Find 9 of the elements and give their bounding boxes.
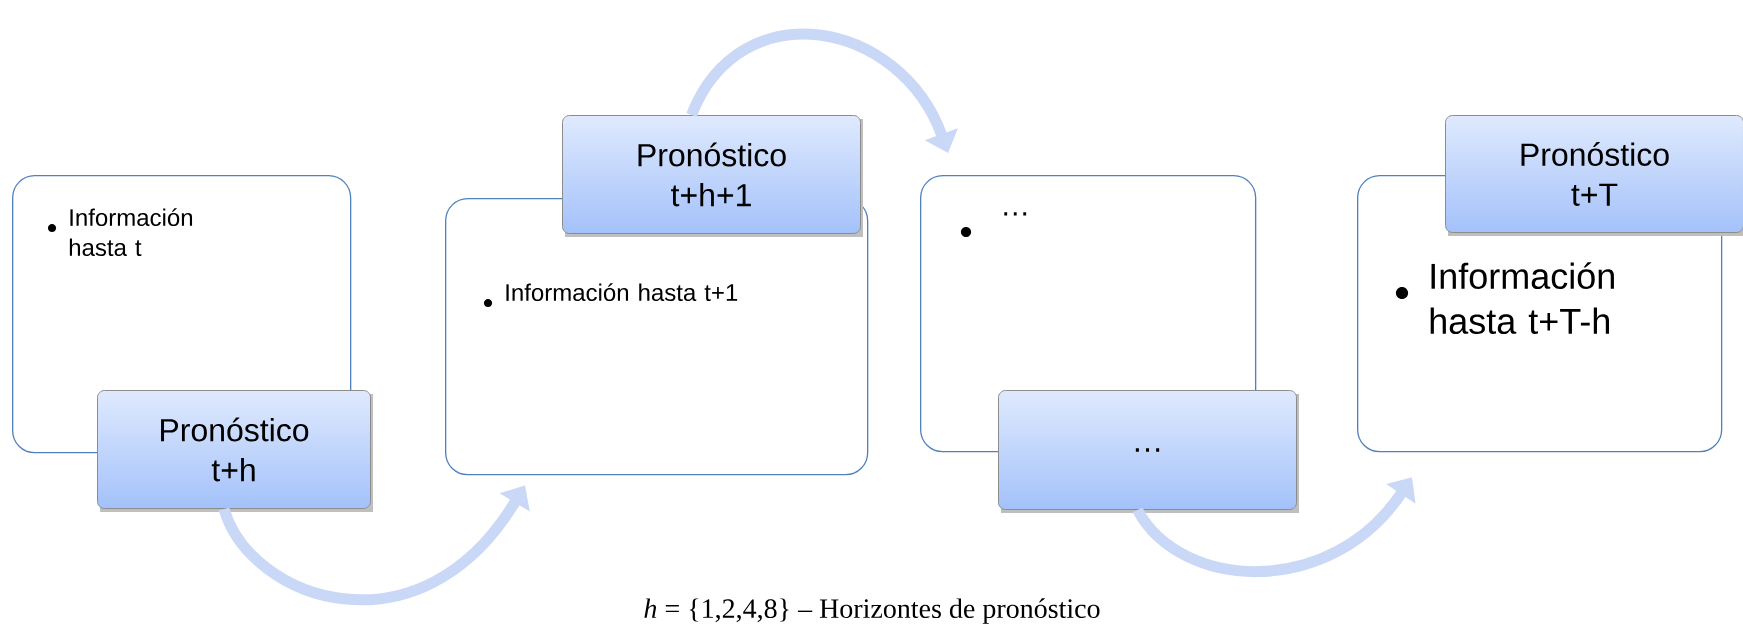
header-box: Pronóstico t+h+1: [562, 115, 863, 237]
header-box: Pronóstico t+h: [97, 390, 373, 512]
caption: h = {1,2,4,8} – Horizontes de pronóstico: [644, 598, 1100, 624]
header-box: Pronóstico t+T: [1445, 115, 1743, 236]
bullet-text: Información hasta t: [69, 208, 193, 257]
bullet-text: …: [1004, 212, 1027, 216]
bullet-text: Información hasta t+1: [506, 283, 738, 302]
bullet-text: Información hasta t+T-h: [1430, 262, 1614, 335]
header-box: …: [998, 390, 1299, 513]
